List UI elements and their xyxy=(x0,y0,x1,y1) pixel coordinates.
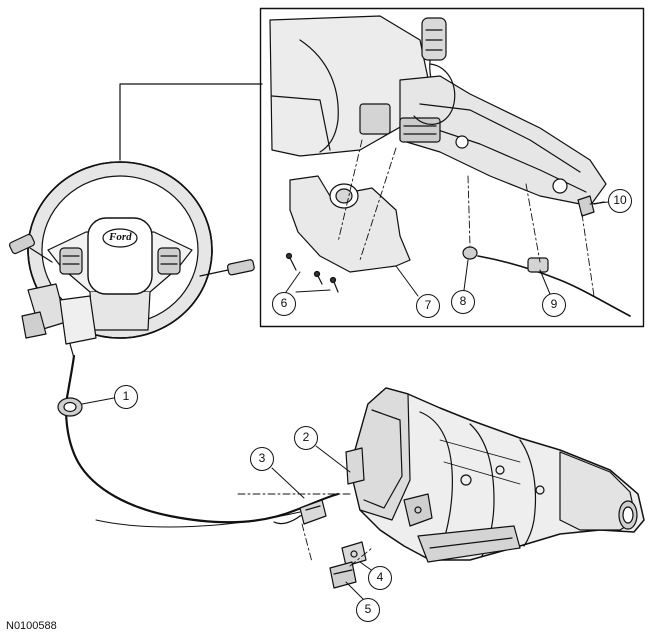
cable-bracket xyxy=(299,499,327,525)
inset-cable-connector xyxy=(477,255,631,317)
leader-7 xyxy=(395,265,419,297)
callout-8: 8 xyxy=(451,290,475,314)
leader-6a xyxy=(285,271,301,293)
figure-id: N0100588 xyxy=(6,620,57,632)
shroud-screws xyxy=(285,252,339,293)
cable-grommet xyxy=(57,397,83,417)
callout-5: 5 xyxy=(356,598,380,622)
transmission-assembly xyxy=(345,387,645,563)
leader-3 xyxy=(271,467,305,499)
leader-8 xyxy=(463,259,469,291)
leader-10 xyxy=(589,201,609,205)
leader-6b xyxy=(295,289,331,293)
cable-end-fitting xyxy=(341,541,367,567)
shift-cable xyxy=(65,354,340,528)
callout-6: 6 xyxy=(272,292,296,316)
detail-inset-frame xyxy=(259,7,645,328)
callout-1: 1 xyxy=(114,385,138,409)
inset-cable-clip xyxy=(577,195,605,217)
leader-1 xyxy=(81,397,115,405)
inset-grommet xyxy=(462,246,478,260)
callout-3: 3 xyxy=(250,447,274,471)
callout-9: 9 xyxy=(542,293,566,317)
ford-logo-text: Ford xyxy=(109,231,132,243)
steering-column-base xyxy=(21,283,97,359)
column-shaft-assembly xyxy=(359,63,607,207)
clip-part xyxy=(329,561,357,589)
wiper-stalk xyxy=(199,259,255,277)
callout-4: 4 xyxy=(368,566,392,590)
callout-7: 7 xyxy=(416,294,440,318)
callout-2: 2 xyxy=(294,426,318,450)
steering-wheel xyxy=(27,161,213,339)
leader-9 xyxy=(539,269,551,295)
leader-5 xyxy=(345,581,365,601)
turn-signal-stalk xyxy=(8,233,53,263)
callout-10: 10 xyxy=(608,189,632,213)
lower-shroud xyxy=(289,175,411,273)
inset-leader-line xyxy=(119,83,263,161)
leader-2 xyxy=(315,445,351,473)
